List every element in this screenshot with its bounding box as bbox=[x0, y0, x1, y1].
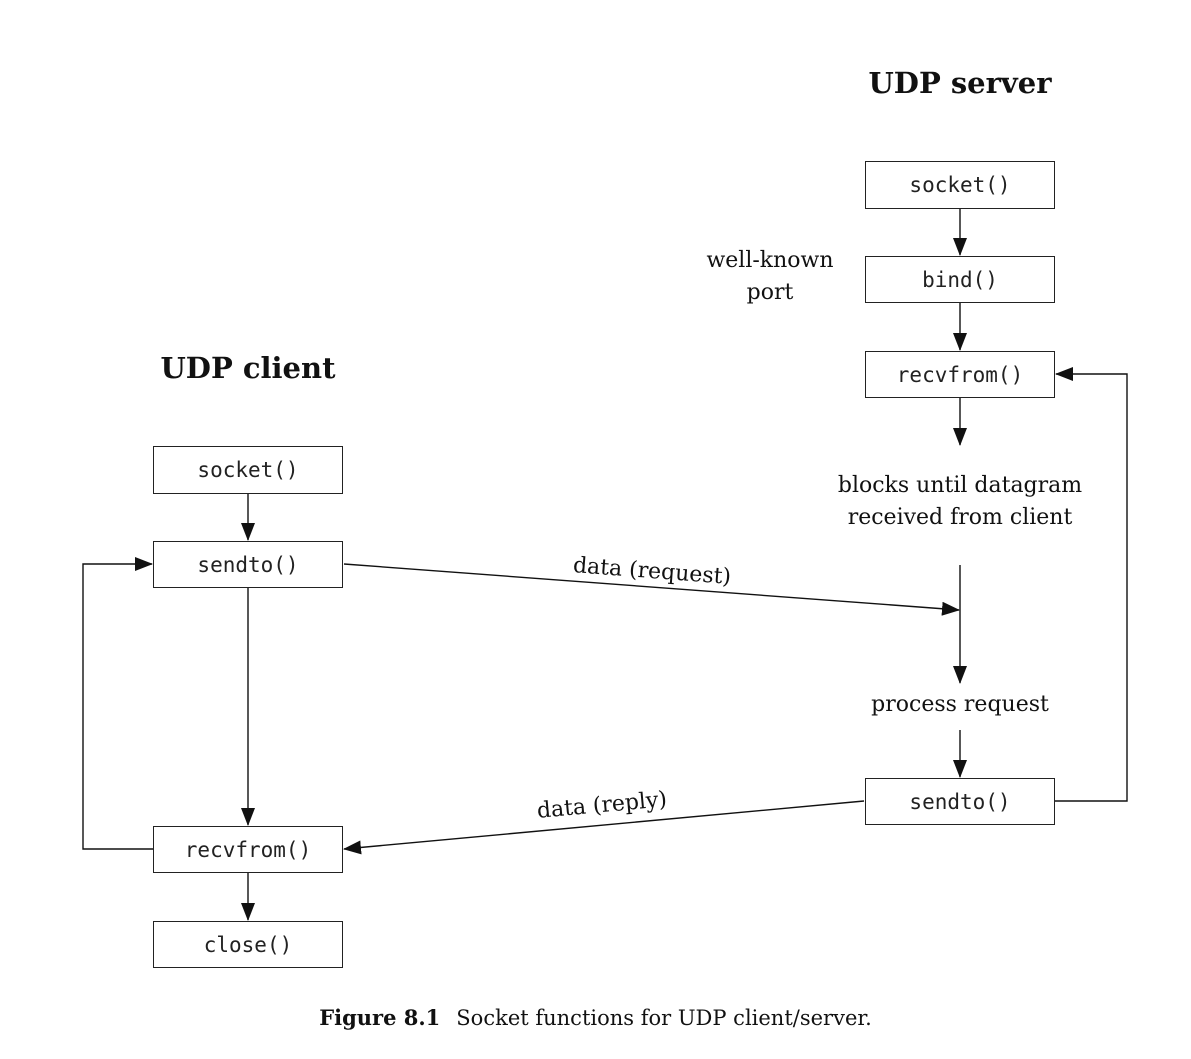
server-bind-box: bind() bbox=[865, 256, 1055, 303]
process-request-note: process request bbox=[871, 692, 1049, 717]
server-title: UDP server bbox=[868, 66, 1052, 100]
figure-caption-text: Socket functions for UDP client/server. bbox=[456, 1006, 872, 1030]
blocks-note-line-2: received from client bbox=[847, 505, 1073, 530]
well-known-port-note-line-2: port bbox=[746, 280, 794, 305]
client-sendto-box: sendto() bbox=[153, 541, 343, 588]
arrow-data-request bbox=[343, 563, 960, 616]
well-known-port-note-line-1: well-known bbox=[706, 248, 834, 273]
arrow-server-loop-back bbox=[1055, 367, 1128, 802]
figure-caption: Figure 8.1 Socket functions for UDP clien… bbox=[0, 1005, 1191, 1030]
client-close-box: close() bbox=[153, 921, 343, 968]
well-known-port-note: well-known port bbox=[706, 245, 833, 309]
server-socket-box: socket() bbox=[865, 161, 1055, 209]
arrow-data-reply bbox=[343, 800, 865, 855]
arrow-client-loop-back bbox=[82, 557, 153, 850]
blocks-until-datagram-note: blocks until datagram received from clie… bbox=[838, 470, 1082, 534]
server-recvfrom-box: recvfrom() bbox=[865, 351, 1055, 398]
figure-number: Figure 8.1 bbox=[319, 1005, 441, 1030]
client-title: UDP client bbox=[160, 351, 336, 385]
server-sendto-box: sendto() bbox=[865, 778, 1055, 825]
client-socket-box: socket() bbox=[153, 446, 343, 494]
blocks-note-line-1: blocks until datagram bbox=[837, 473, 1083, 498]
client-recvfrom-box: recvfrom() bbox=[153, 826, 343, 873]
